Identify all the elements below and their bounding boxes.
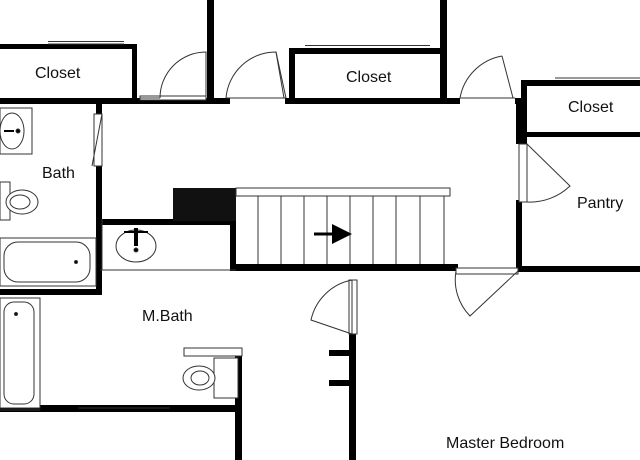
- thin-lines: [0, 41, 640, 411]
- stair-landing-block: [173, 188, 236, 221]
- wall: [289, 48, 445, 54]
- wall: [230, 264, 458, 271]
- wall: [207, 0, 214, 104]
- door-swing-icon: [459, 55, 515, 99]
- room-label-closet: Closet: [35, 65, 81, 82]
- stair-handrail: [235, 187, 451, 197]
- wall: [521, 80, 640, 86]
- wall: [96, 104, 102, 116]
- room-label-closet: Closet: [346, 69, 392, 86]
- door-swing-icon: [310, 279, 358, 335]
- door-swing-icon: [225, 51, 287, 99]
- wall: [329, 350, 356, 356]
- doors: [91, 51, 571, 335]
- door-swing-icon: [518, 143, 571, 203]
- door-swing-icon: [91, 113, 103, 167]
- wall: [100, 219, 236, 225]
- wall: [349, 280, 356, 460]
- wall: [230, 188, 236, 271]
- wall: [329, 380, 356, 386]
- wall: [140, 98, 230, 104]
- bath-sink-icon: [0, 107, 33, 155]
- fixtures: [0, 107, 243, 409]
- wall: [96, 165, 102, 295]
- bath-toilet-icon: [0, 181, 39, 221]
- room-label-master-bath: M.Bath: [142, 308, 193, 325]
- room-label-bath: Bath: [42, 165, 75, 182]
- wall: [521, 132, 640, 137]
- wall: [132, 44, 137, 102]
- wall: [516, 104, 522, 144]
- room-label-master-bedroom: Master Bedroom: [446, 435, 565, 452]
- wall: [235, 348, 242, 460]
- master-bath-tub-icon: [0, 297, 41, 409]
- room-label-closet: Closet: [568, 99, 614, 116]
- wall: [516, 266, 640, 272]
- stair-direction-arrow-icon: [314, 224, 352, 244]
- wall: [0, 98, 146, 104]
- wall: [0, 44, 136, 49]
- master-bath-sink-icon: [115, 228, 157, 263]
- room-label-pantry: Pantry: [577, 195, 624, 212]
- staircase: [173, 187, 451, 264]
- bath-bathtub-icon: [0, 237, 97, 287]
- wall: [0, 289, 102, 295]
- wall: [521, 80, 527, 144]
- wall: [289, 48, 295, 104]
- master-bath-toilet-icon: [182, 347, 243, 399]
- wall: [516, 200, 522, 272]
- door-swing-icon: [454, 267, 519, 317]
- door-swing-icon: [139, 51, 207, 101]
- wall: [285, 98, 460, 104]
